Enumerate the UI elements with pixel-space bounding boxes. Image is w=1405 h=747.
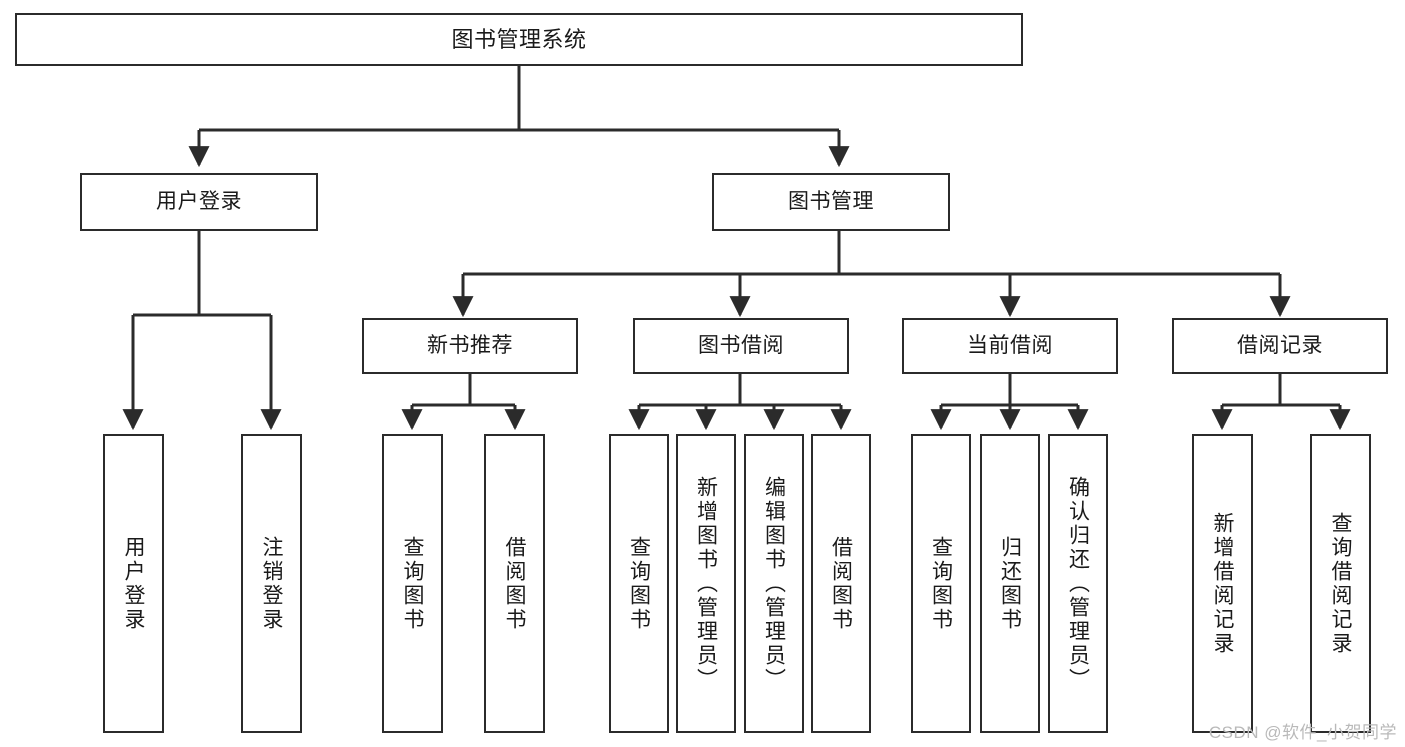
node-borrow-record-label: 借阅记录 [1237,333,1323,357]
leaf-add-book-admin-label: 新增图书（管理员） [694,475,718,692]
leaf-borrow-book[interactable]: 借阅图书 [811,434,871,733]
leaf-query-book-current[interactable]: 查询图书 [911,434,971,733]
leaf-edit-book-admin[interactable]: 编辑图书（管理员） [744,434,804,733]
leaf-user-login[interactable]: 用户登录 [103,434,164,733]
leaf-confirm-return-admin[interactable]: 确认归还（管理员） [1048,434,1108,733]
leaf-edit-book-admin-label: 编辑图书（管理员） [762,475,786,692]
leaf-query-borrow-record[interactable]: 查询借阅记录 [1310,434,1371,733]
node-new-book-recommend-label: 新书推荐 [427,333,513,357]
node-root[interactable]: 图书管理系统 [15,13,1023,66]
csdn-watermark: CSDN @软件_小贺同学 [1208,723,1397,742]
leaf-query-borrow-record-label: 查询借阅记录 [1329,511,1352,656]
node-current-borrow[interactable]: 当前借阅 [902,318,1118,374]
leaf-borrow-book-newbook[interactable]: 借阅图书 [484,434,545,733]
leaf-user-login-label: 用户登录 [122,535,145,632]
leaf-query-book-borrow[interactable]: 查询图书 [609,434,669,733]
leaf-query-book-newbook[interactable]: 查询图书 [382,434,443,733]
leaf-borrow-book-newbook-label: 借阅图书 [503,535,526,632]
node-user-login[interactable]: 用户登录 [80,173,318,231]
leaf-add-borrow-record-label: 新增借阅记录 [1211,511,1234,656]
leaf-add-borrow-record[interactable]: 新增借阅记录 [1192,434,1253,733]
leaf-logout-label: 注销登录 [260,535,283,632]
node-borrow-record[interactable]: 借阅记录 [1172,318,1388,374]
node-book-management-label: 图书管理 [788,189,874,213]
leaf-confirm-return-admin-label: 确认归还（管理员） [1066,475,1090,692]
node-root-label: 图书管理系统 [451,26,587,52]
node-book-management[interactable]: 图书管理 [712,173,950,231]
leaf-query-book-newbook-label: 查询图书 [401,535,424,632]
leaf-logout[interactable]: 注销登录 [241,434,302,733]
leaf-query-book-borrow-label: 查询图书 [627,535,651,632]
node-book-borrow[interactable]: 图书借阅 [633,318,849,374]
leaf-query-book-current-label: 查询图书 [929,535,953,632]
leaf-return-book-label: 归还图书 [998,535,1022,632]
node-book-borrow-label: 图书借阅 [698,333,784,357]
leaf-return-book[interactable]: 归还图书 [980,434,1040,733]
leaf-borrow-book-label: 借阅图书 [829,535,853,632]
leaf-add-book-admin[interactable]: 新增图书（管理员） [676,434,736,733]
node-user-login-label: 用户登录 [156,189,242,213]
node-new-book-recommend[interactable]: 新书推荐 [362,318,578,374]
node-current-borrow-label: 当前借阅 [967,333,1053,357]
